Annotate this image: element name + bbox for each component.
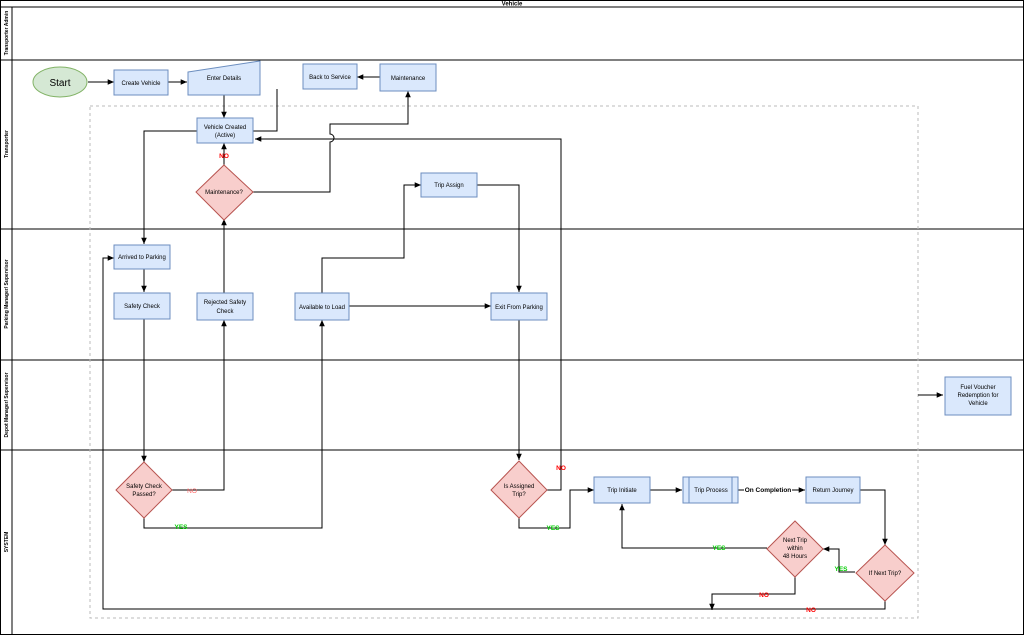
- edge-label-yes-48hours: YES: [712, 545, 726, 552]
- enter-details-node: [187, 60, 261, 96]
- is-assigned-label-1: Is Assigned: [504, 484, 535, 490]
- vehicle-created-label-2: (Active): [215, 133, 235, 139]
- if-next-trip-label: If Next Trip?: [869, 571, 902, 577]
- rejected-safety-node: [196, 292, 254, 321]
- trip-initiate-node: [593, 476, 651, 504]
- edge-isassigned-tripinitiate: [518, 487, 594, 529]
- back-to-service-label: Back to Service: [309, 75, 351, 81]
- fuel-voucher-label-2: Redemption for: [957, 393, 998, 399]
- lane-label-transporter: Transporter: [4, 130, 10, 158]
- create-vehicle-node: [113, 69, 169, 96]
- edge-label-on-completion: On Completion: [745, 487, 792, 494]
- on-completion-label-bg: [744, 485, 792, 494]
- is-assigned-label-2: Trip?: [512, 492, 526, 498]
- edge-ifnext-arrived: [102, 255, 886, 610]
- edge-isassigned-vehicle: [255, 136, 562, 491]
- dashed-group-boundary: [89, 105, 919, 619]
- if-next-trip-decision-node: [855, 544, 915, 602]
- maintenance-decision-node: [195, 164, 254, 221]
- next-trip-48-label-1: Next Trip: [783, 538, 808, 544]
- vehicle-created-label-1: Vehicle Created: [204, 125, 246, 131]
- available-load-node: [294, 292, 350, 321]
- lane-label-depot-manager: Depot Manager/ Supervisor: [4, 372, 10, 437]
- maintenance-label: Maintenance: [391, 76, 426, 82]
- edge-label-yes-safety: YES: [174, 524, 188, 531]
- edge-ifnext-48hours: [823, 546, 855, 573]
- exit-parking-label: Exit From Parking: [495, 305, 543, 311]
- arrived-parking-node: [113, 244, 171, 270]
- pool-title: Vehicle: [502, 2, 523, 8]
- exit-parking-node: [490, 292, 548, 321]
- edge-label-no-48hours: NO: [759, 592, 769, 599]
- next-trip-48-decision-node: [766, 520, 824, 578]
- create-vehicle-label: Create Vehicle: [121, 81, 161, 87]
- return-journey-node: [805, 476, 861, 504]
- safety-check-node: [113, 292, 171, 320]
- start-node: [32, 66, 88, 98]
- trip-process-node: [682, 476, 739, 504]
- edge-return-ifnext: [860, 489, 888, 545]
- edge-label-no-next: NO: [806, 607, 816, 614]
- fuel-voucher-node: [944, 376, 1012, 416]
- edge-label-no-safety: NO: [187, 488, 197, 495]
- edge-maintq-maintenance: [253, 91, 411, 193]
- edge-label-yes-next: YES: [834, 566, 848, 573]
- safety-passed-label-1: Safety Check: [126, 484, 163, 490]
- fuel-voucher-label-3: Vehicle: [968, 401, 988, 407]
- edge-tripassign-exit: [477, 184, 522, 292]
- enter-details-label: Enter Details: [207, 76, 241, 82]
- edges: [88, 74, 943, 610]
- rejected-safety-label-2: Check: [216, 309, 234, 315]
- edge-vehicle-arrived: [141, 130, 197, 244]
- edge-passed-rejected: [172, 320, 227, 491]
- fuel-voucher-label-1: Fuel Voucher: [960, 385, 995, 391]
- back-to-service-node: [302, 63, 358, 90]
- maintenance-node: [379, 63, 437, 92]
- edge-48hours-tripinitiate: [619, 504, 767, 549]
- available-load-label: Available to Load: [299, 305, 345, 311]
- maintenance-decision-label: Maintenance?: [205, 190, 243, 196]
- trip-assign-label: Trip Assign: [434, 183, 463, 189]
- next-trip-48-label-3: 48 Hours: [783, 554, 807, 560]
- arrived-parking-label: Arrived to Parking: [118, 255, 166, 261]
- edge-label-yes-assigned: YES: [546, 525, 560, 532]
- safety-passed-decision-node: [115, 461, 173, 519]
- edge-available-tripassign: [321, 182, 421, 293]
- edge-passed-available: [143, 320, 325, 529]
- lane-label-system: SYSTEM: [4, 532, 10, 553]
- trip-initiate-label: Trip Initiate: [607, 488, 637, 494]
- edge-back-vehicle: [253, 89, 278, 132]
- trip-assign-node: [420, 172, 478, 198]
- return-journey-label: Return Journey: [812, 488, 853, 494]
- safety-passed-label-2: Passed?: [132, 492, 156, 498]
- trip-process-label: Trip Process: [694, 488, 727, 494]
- start-label: Start: [49, 78, 70, 89]
- edge-48hours-no: [709, 576, 796, 610]
- lane-label-parking-manager: Parking Manager/ Supervisor: [4, 259, 10, 328]
- edge-label-no-assigned: NO: [556, 465, 566, 472]
- next-trip-48-label-2: within: [786, 546, 802, 552]
- rejected-safety-label-1: Rejected Safety: [204, 300, 246, 306]
- safety-check-label: Safety Check: [124, 304, 161, 310]
- vehicle-created-node: [196, 117, 254, 144]
- lane-label-transporter-admin: Transporter Admin: [4, 11, 10, 56]
- edge-label-no-maintenance: NO: [219, 153, 229, 160]
- is-assigned-decision-node: [490, 460, 548, 519]
